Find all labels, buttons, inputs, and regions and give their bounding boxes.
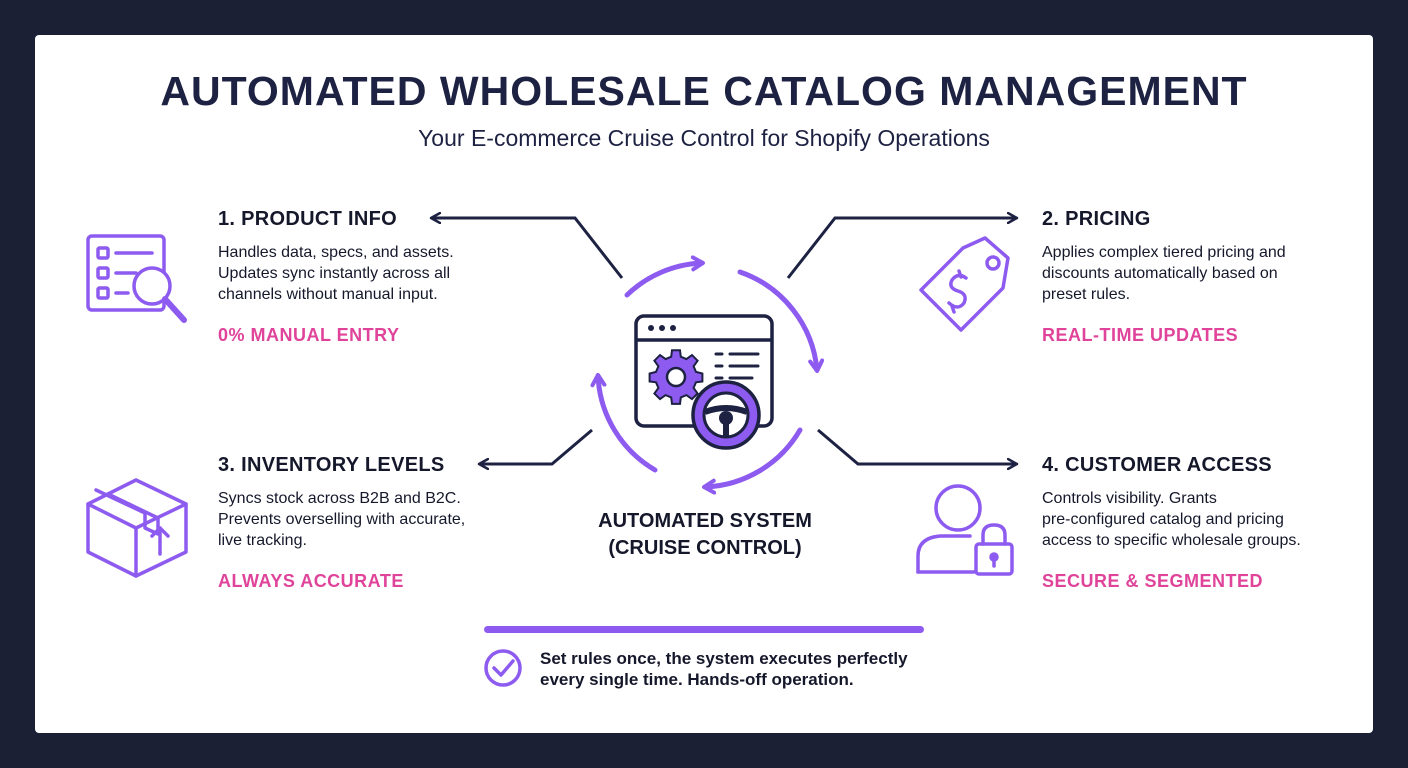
connector-product-info — [432, 218, 624, 279]
center-system-label: AUTOMATED SYSTEM (CRUISE CONTROL) — [560, 508, 850, 562]
section-tag: ALWAYS ACCURATE — [218, 571, 404, 591]
description-line: Updates sync instantly across all — [218, 265, 451, 282]
description-line: channels without manual input. — [218, 286, 438, 303]
description-line: pre-configured catalog and pricing — [1042, 511, 1284, 528]
steering-wheel-icon — [691, 380, 761, 450]
connector-pricing — [786, 218, 1016, 279]
gear-icon — [648, 349, 704, 405]
user-lock-icon — [916, 484, 1014, 576]
description-line: Controls visibility. Grants — [1042, 490, 1217, 507]
description-line: preset rules. — [1042, 286, 1131, 303]
section-customer-access: 4. CUSTOMER ACCESS Controls visibility. … — [1042, 454, 1342, 592]
footer-divider — [484, 626, 924, 633]
section-description: Controls visibility. Grants pre-configur… — [1042, 488, 1342, 551]
section-tag: SECURE & SEGMENTED — [1042, 571, 1264, 591]
section-tag: 0% MANUAL ENTRY — [218, 325, 400, 345]
center-label-line: AUTOMATED SYSTEM — [598, 510, 812, 532]
description-line: Applies complex tiered pricing and — [1042, 244, 1286, 261]
section-heading: 4. CUSTOMER ACCESS — [1042, 454, 1272, 476]
cycle-arrows — [590, 255, 825, 495]
section-pricing: 2. PRICING Applies complex tiered pricin… — [1042, 208, 1342, 346]
section-heading: 3. INVENTORY LEVELS — [218, 454, 445, 476]
footer-line: every single time. Hands-off operation. — [540, 670, 854, 689]
section-heading: 1. PRODUCT INFO — [218, 208, 397, 230]
footer-line: Set rules once, the system executes perf… — [540, 649, 908, 668]
description-line: live tracking. — [218, 532, 307, 549]
section-description: Applies complex tiered pricing and disco… — [1042, 242, 1342, 305]
section-inventory-levels: 3. INVENTORY LEVELS Syncs stock across B… — [218, 454, 518, 592]
footer-note: Set rules once, the system executes perf… — [540, 648, 960, 690]
page-title: AUTOMATED WHOLESALE CATALOG MANAGEMENT — [160, 68, 1248, 114]
connector-customer-access — [817, 428, 1016, 464]
section-heading: 2. PRICING — [1042, 208, 1151, 230]
section-tag: REAL-TIME UPDATES — [1042, 325, 1239, 345]
description-line: access to specific wholesale groups. — [1042, 532, 1301, 549]
section-description: Handles data, specs, and assets. Updates… — [218, 242, 518, 305]
document-search-icon — [86, 234, 187, 323]
price-tag-icon — [919, 236, 1010, 332]
check-circle-icon — [484, 649, 522, 687]
description-line: Prevents overselling with accurate, — [218, 511, 466, 528]
box-icon — [86, 478, 188, 578]
page-subtitle: Your E-commerce Cruise Control for Shopi… — [418, 125, 990, 151]
section-description: Syncs stock across B2B and B2C. Prevents… — [218, 488, 518, 551]
center-label-line: (CRUISE CONTROL) — [608, 537, 802, 559]
connector-inventory — [480, 428, 593, 464]
description-line: discounts automatically based on — [1042, 265, 1278, 282]
section-product-info: 1. PRODUCT INFO Handles data, specs, and… — [218, 208, 518, 346]
description-line: Syncs stock across B2B and B2C. — [218, 490, 461, 507]
description-line: Handles data, specs, and assets. — [218, 244, 454, 261]
